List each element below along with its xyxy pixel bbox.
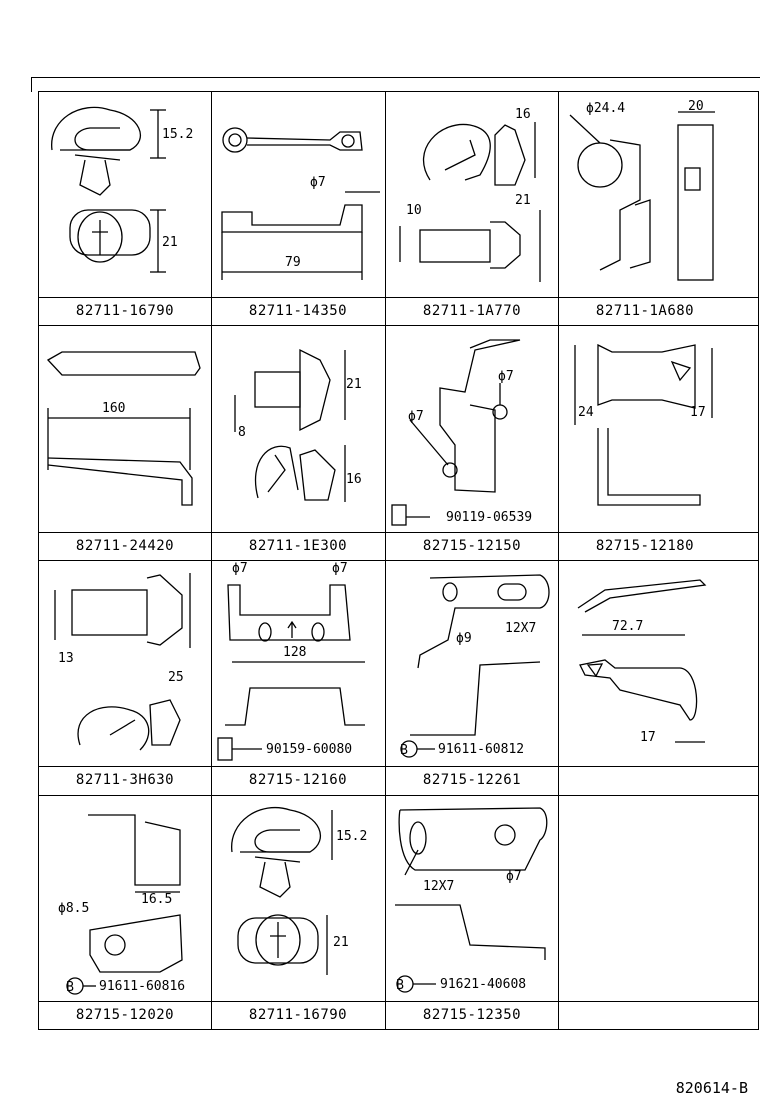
drawing-code: 820614-B xyxy=(675,1079,748,1097)
dim-label: ϕ9 xyxy=(456,631,472,646)
dim-label: 15.2 xyxy=(336,829,367,844)
dim-label: 17 xyxy=(690,405,706,420)
part-number: 82711-24420 xyxy=(75,538,175,554)
plate-drawing: 24 17 xyxy=(574,343,713,506)
row-divider xyxy=(39,560,758,561)
dim-label: 25 xyxy=(168,670,184,685)
dim-label: ϕ7 xyxy=(498,369,514,384)
part-number: 82715-12150 xyxy=(422,538,522,554)
clip-drawing: 13 25 xyxy=(54,573,191,751)
dim-label: ϕ7 xyxy=(332,561,348,576)
part-number: 82711-1A770 xyxy=(422,303,522,319)
bracket-drawing: ϕ7 ϕ7 xyxy=(391,339,521,526)
dim-label: 12X7 xyxy=(423,879,454,894)
dim-label: 15.2 xyxy=(162,127,193,142)
marker-b: B xyxy=(396,978,404,993)
top-frame-line xyxy=(31,77,760,92)
row-divider xyxy=(39,325,758,326)
dim-label: ϕ24.4 xyxy=(586,101,625,116)
fastener-ref: 91621-40608 xyxy=(440,977,527,992)
fastener-ref: 91611-60816 xyxy=(99,979,186,994)
part-number: 82715-12350 xyxy=(422,1007,522,1023)
fastener-ref: 90119-06539 xyxy=(446,510,533,525)
dim-label: ϕ8.5 xyxy=(58,901,89,916)
dim-label: ϕ7 xyxy=(408,409,424,424)
row-divider xyxy=(39,297,758,298)
marker-b: B xyxy=(66,980,74,995)
dim-label: 20 xyxy=(688,99,704,114)
dim-label: 79 xyxy=(285,255,301,270)
part-number: 82711-16790 xyxy=(248,1007,348,1023)
bracket-drawing: 12X7 ϕ7 xyxy=(395,807,548,993)
dim-label: 13 xyxy=(58,651,74,666)
dim-label: ϕ7 xyxy=(506,869,522,884)
fastener-ref: 91611-60812 xyxy=(438,742,525,757)
dim-label: 8 xyxy=(238,425,246,440)
clamp-drawing: 16 21 10 xyxy=(399,107,541,282)
row-divider xyxy=(39,766,758,767)
dim-label: 21 xyxy=(515,193,531,208)
clip-drawing: 21 8 16 xyxy=(234,348,362,502)
band-drawing: 160 xyxy=(46,351,201,506)
part-number: 82711-16790 xyxy=(75,303,175,319)
dim-label: 72.7 xyxy=(612,619,643,634)
row-divider xyxy=(39,532,758,533)
bracket-drawing: ϕ24.4 20 xyxy=(569,99,715,281)
dim-label: 21 xyxy=(346,377,362,392)
tie-drawing: ϕ7 79 xyxy=(221,127,380,280)
dim-label: 16.5 xyxy=(141,892,172,907)
part-number: 82711-14350 xyxy=(248,303,348,319)
dim-label: 16 xyxy=(515,107,531,122)
part-number: 82715-12180 xyxy=(595,538,695,554)
dim-label: 21 xyxy=(333,935,349,950)
fastener-ref: 90159-60080 xyxy=(266,742,353,757)
clip-drawing: 15.2 21 xyxy=(51,106,193,273)
dim-label: 21 xyxy=(162,235,178,250)
row-divider xyxy=(39,795,758,796)
clip-drawing: 15.2 21 xyxy=(231,806,367,975)
dim-label: 16 xyxy=(346,472,362,487)
part-number: 82711-1E300 xyxy=(248,538,348,554)
part-number: 82711-1A680 xyxy=(595,303,695,319)
bracket-drawing: ϕ7 ϕ7 128 xyxy=(217,561,365,761)
dim-label: 24 xyxy=(578,405,594,420)
parts-grid: 82711-16790 82711-14350 82711-1A770 8271… xyxy=(38,91,759,1030)
part-number: 82711-3H630 xyxy=(75,772,175,788)
part-number: 82715-12020 xyxy=(75,1007,175,1023)
bracket-drawing: ϕ9 12X7 xyxy=(400,574,550,758)
dim-label: 160 xyxy=(102,401,125,416)
part-number: 82715-12160 xyxy=(248,772,348,788)
bracket-drawing: 72.7 17 xyxy=(577,579,707,745)
dim-label: 128 xyxy=(283,645,306,660)
dim-label: 10 xyxy=(406,203,422,218)
dim-label: 12X7 xyxy=(505,621,536,636)
part-number: 82715-12261 xyxy=(422,772,522,788)
dim-label: ϕ7 xyxy=(310,175,326,190)
row-divider xyxy=(39,1001,758,1002)
dim-label: ϕ7 xyxy=(232,561,248,576)
marker-b: B xyxy=(400,743,408,758)
bracket-drawing: ϕ8.5 16.5 xyxy=(58,814,183,995)
dim-label: 17 xyxy=(640,730,656,745)
